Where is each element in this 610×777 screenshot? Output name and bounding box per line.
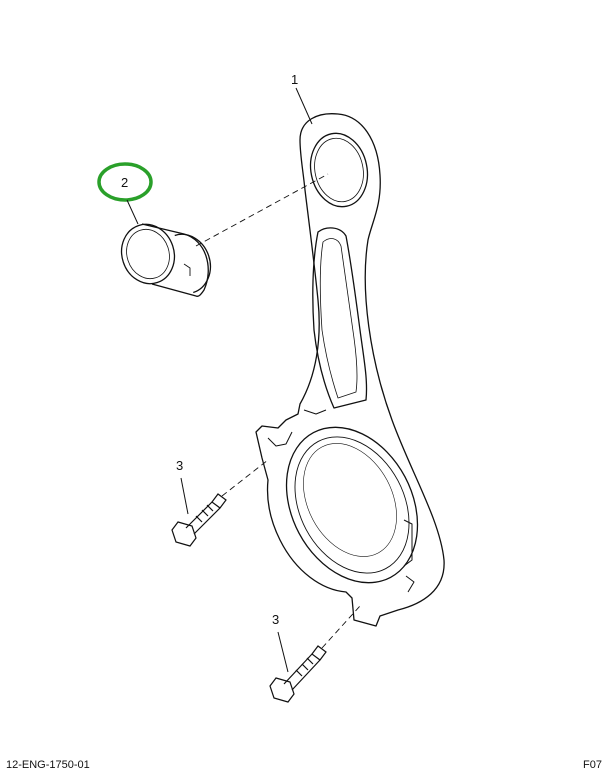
callout-1-leader <box>295 87 313 125</box>
callout-3a-label: 3 <box>176 458 183 473</box>
callout-1-label: 1 <box>291 72 298 87</box>
rod-cap-bolt-upper[interactable] <box>171 493 227 547</box>
bolt-upper-alignment-line <box>221 459 269 497</box>
callout-3b-leader <box>277 631 289 673</box>
drawing-number: 12-ENG-1750-01 <box>6 759 90 771</box>
callout-2-label: 2 <box>121 175 128 190</box>
connecting-rod[interactable] <box>255 113 445 627</box>
rod-cap-bolt-lower[interactable] <box>269 645 327 703</box>
piston-pin-bushing[interactable] <box>114 217 218 300</box>
callout-3b-label: 3 <box>272 612 279 627</box>
callout-3a-leader <box>180 477 189 515</box>
bushing-alignment-line <box>195 173 329 247</box>
highlight-circle <box>97 162 153 202</box>
callout-2-leader <box>126 199 139 225</box>
bolt-lower-alignment-line <box>321 605 361 649</box>
sheet-code: F07 <box>583 759 602 771</box>
